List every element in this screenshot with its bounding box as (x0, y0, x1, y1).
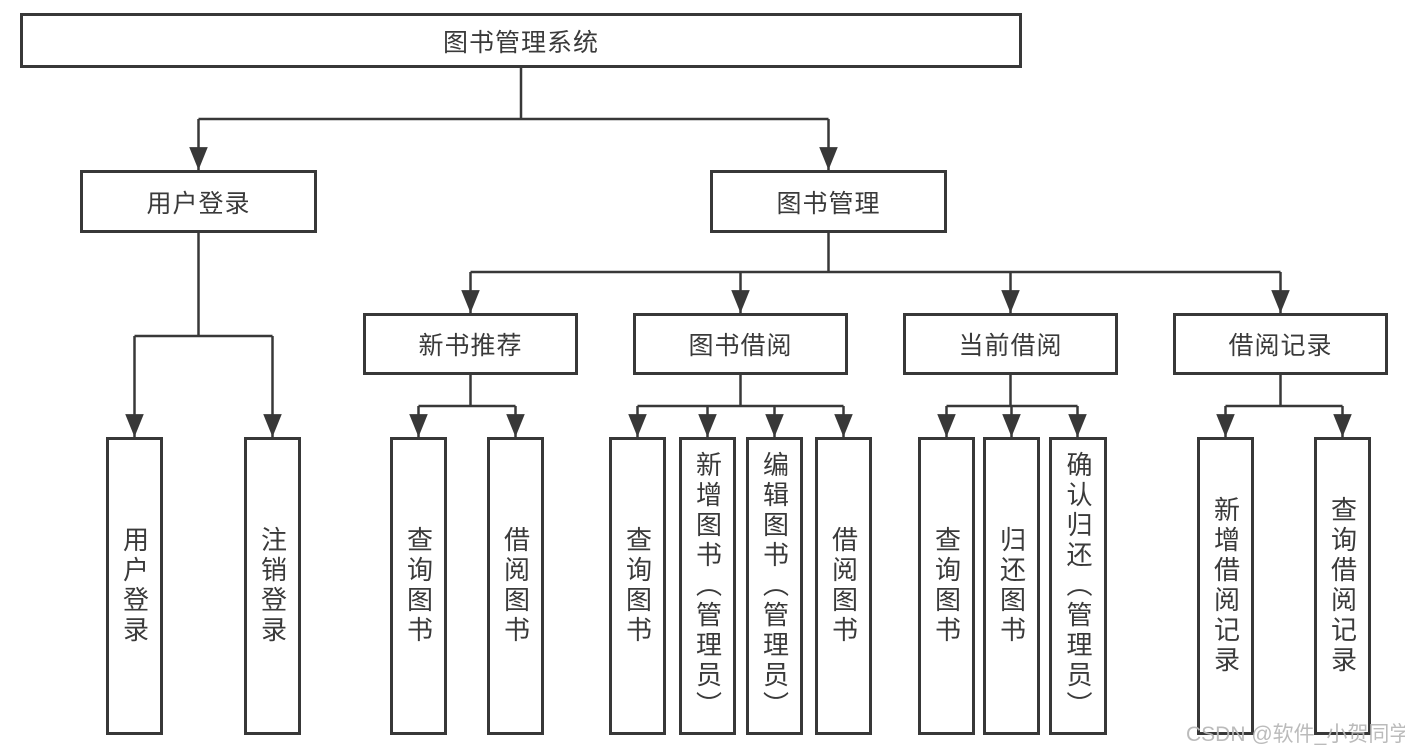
leaf-logout: 注销登录 (244, 437, 301, 735)
connector-new-book-recommend-to-leaves (409, 375, 525, 437)
leaf-current-confirm-return-admin: 确认归还（管理员） (1049, 437, 1107, 735)
leaf-borrowing-borrow-books: 借阅图书 (815, 437, 872, 735)
leaf-borrowing-query-books: 查询图书 (609, 437, 666, 735)
node-current-borrowing: 当前借阅 (903, 313, 1118, 375)
connector-book-borrowing-to-leaves (628, 375, 853, 437)
connector-root-to-level2 (189, 68, 838, 170)
node-user-login: 用户登录 (80, 170, 317, 233)
leaf-user-login: 用户登录 (106, 437, 163, 735)
leaf-current-query-books: 查询图书 (918, 437, 975, 735)
node-book-borrowing: 图书借阅 (633, 313, 848, 375)
connector-book-management-to-level3 (461, 233, 1290, 313)
node-new-book-recommend: 新书推荐 (363, 313, 578, 375)
connector-borrowing-records-to-leaves (1216, 375, 1352, 437)
node-library-management-system: 图书管理系统 (20, 13, 1022, 68)
connector-user-login-to-leaves (125, 233, 282, 437)
leaf-recommend-borrow-books: 借阅图书 (487, 437, 544, 735)
connector-current-borrowing-to-leaves (937, 375, 1087, 437)
leaf-recommend-query-books: 查询图书 (390, 437, 447, 735)
leaf-records-query-borrow-record: 查询借阅记录 (1314, 437, 1371, 735)
node-borrowing-records: 借阅记录 (1173, 313, 1388, 375)
csdn-watermark: CSDN @软件_小贺同学 (1186, 723, 1405, 746)
leaf-records-add-borrow-record: 新增借阅记录 (1197, 437, 1254, 735)
leaf-borrowing-edit-books-admin: 编辑图书（管理员） (746, 437, 803, 735)
node-book-management: 图书管理 (710, 170, 947, 233)
leaf-current-return-books: 归还图书 (983, 437, 1040, 735)
leaf-borrowing-add-books-admin: 新增图书（管理员） (679, 437, 736, 735)
